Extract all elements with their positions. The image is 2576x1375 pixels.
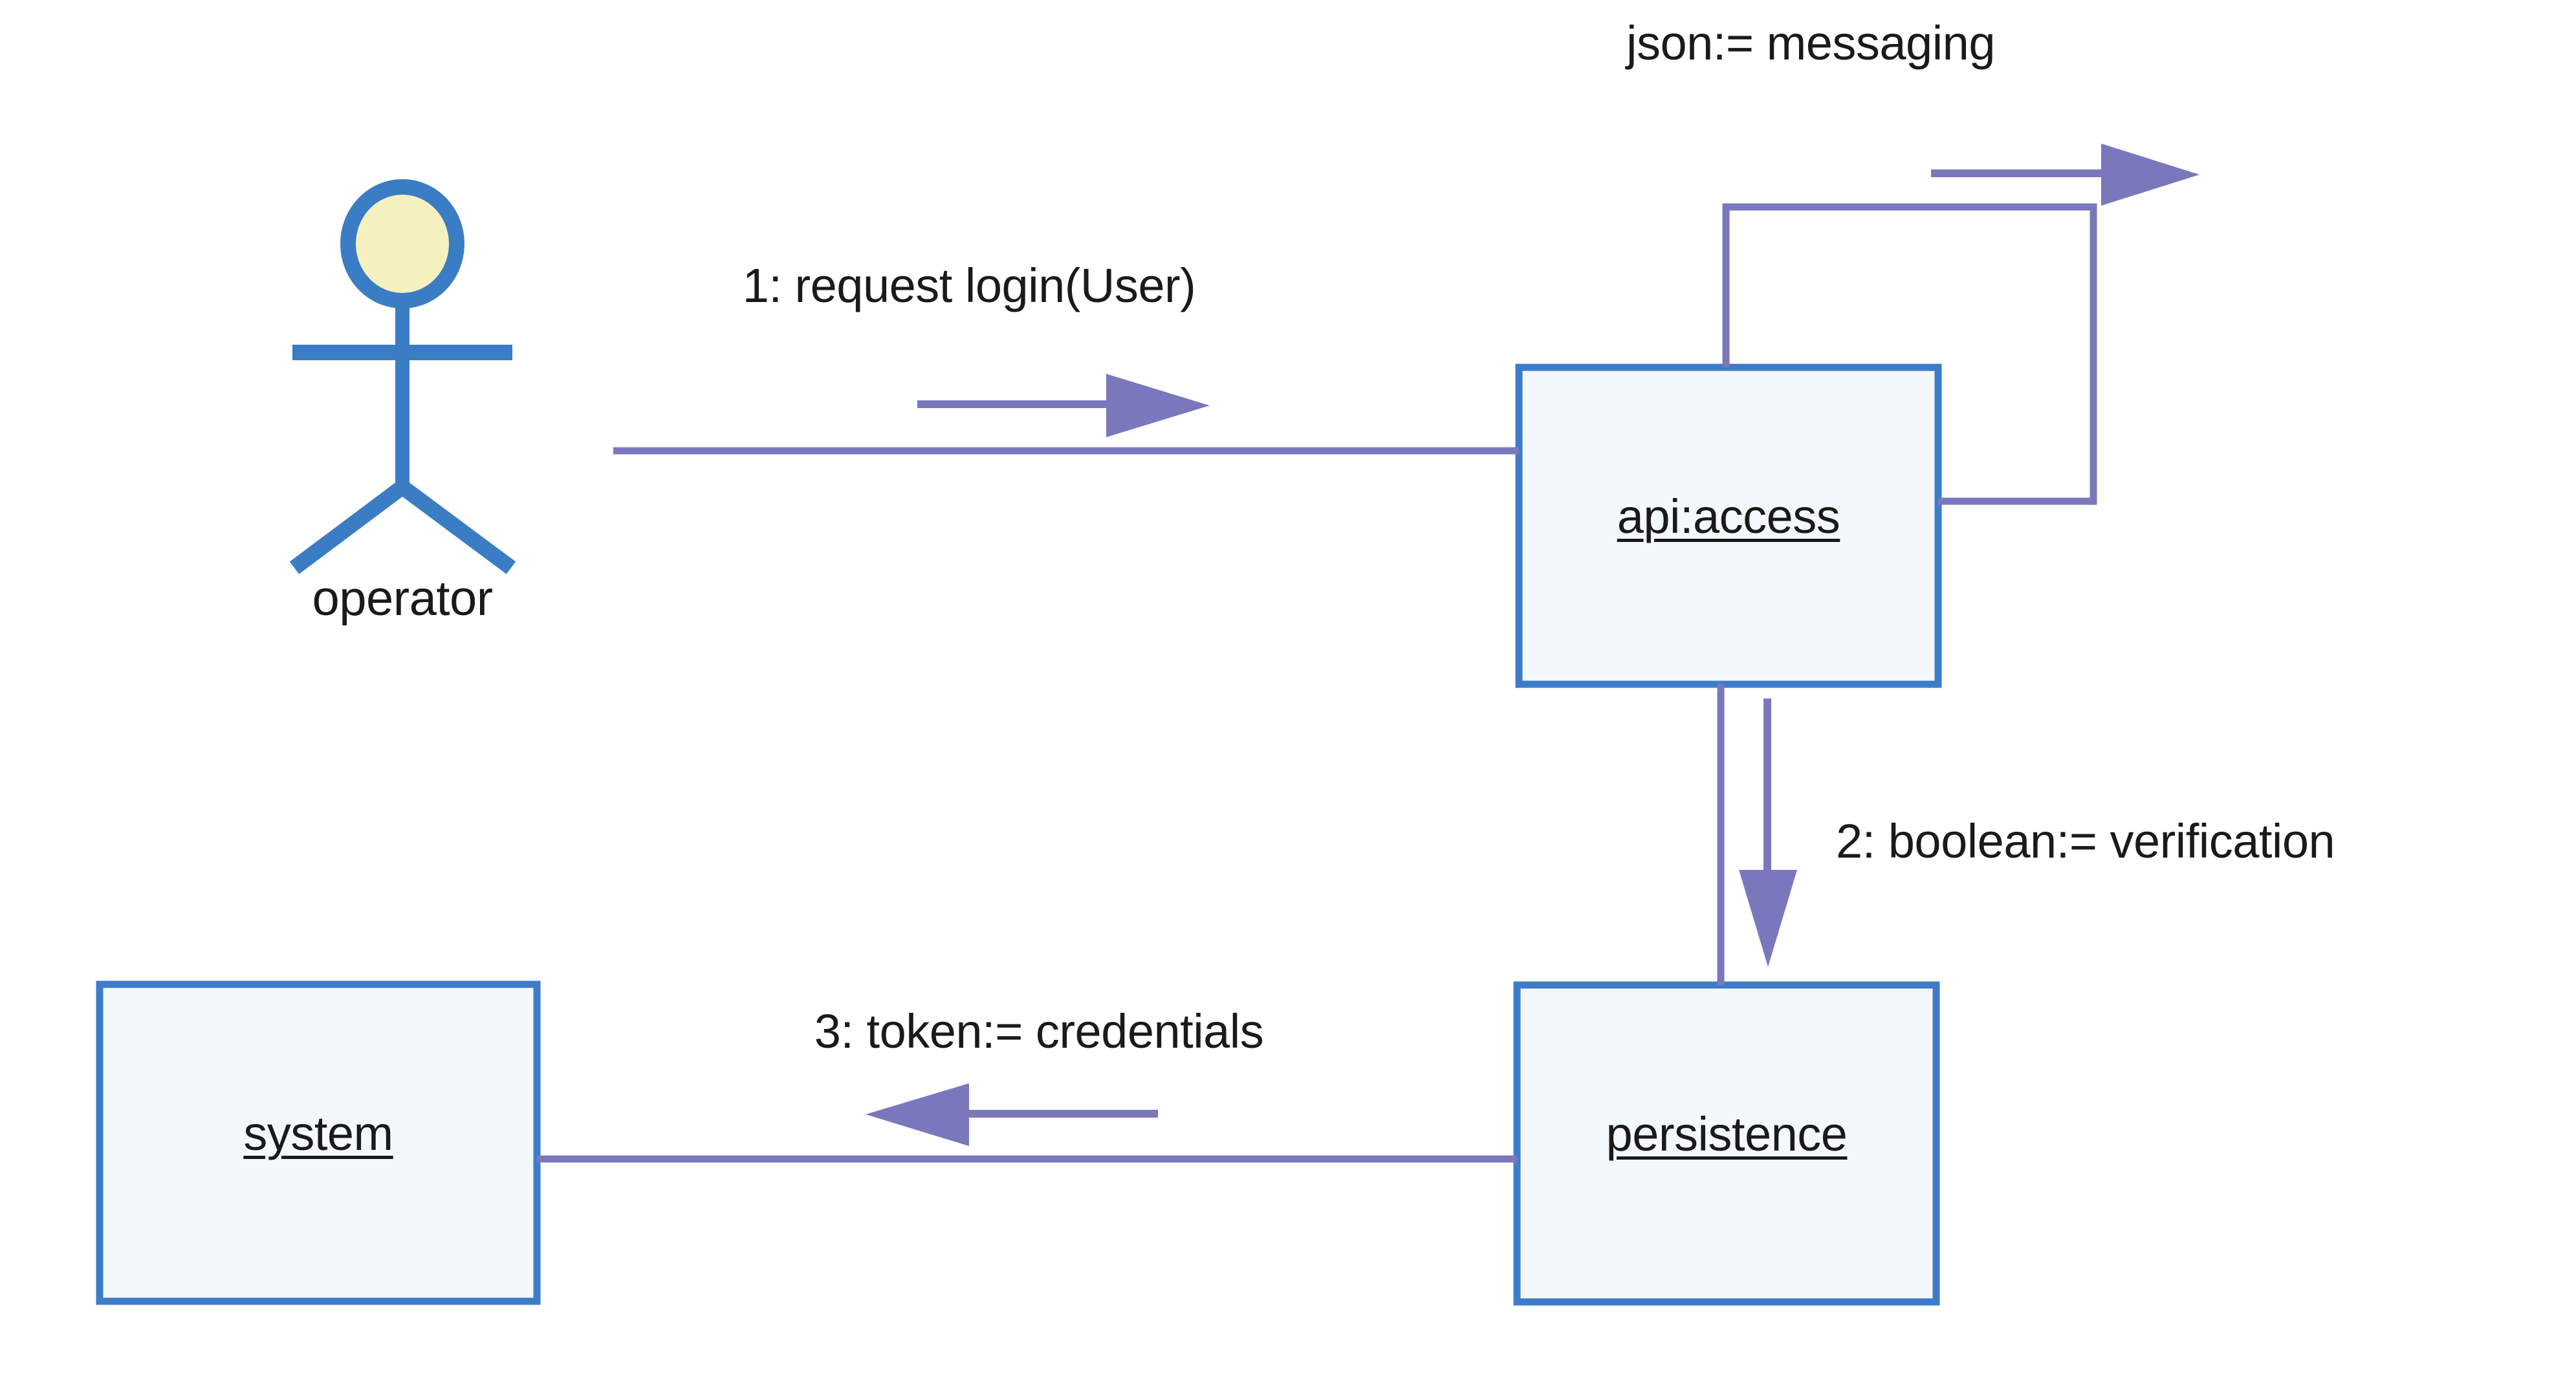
message-arrow-self-right bbox=[1931, 144, 2199, 206]
actor-left-leg-line bbox=[289, 481, 408, 574]
node-label-system: system bbox=[243, 1107, 393, 1160]
message-label-2: 2: boolean:= verification bbox=[1836, 814, 2335, 868]
message-arrow-3-left bbox=[866, 1083, 1158, 1146]
actor-head-icon bbox=[340, 179, 464, 309]
message-label-1: 1: request login(User) bbox=[742, 259, 1196, 312]
actor-right-leg-line bbox=[397, 481, 516, 574]
node-label-api-access: api:access bbox=[1617, 490, 1840, 543]
message-arrow-1-right bbox=[917, 374, 1210, 437]
self-link-path-api-access[interactable] bbox=[1722, 203, 2097, 505]
node-label-persistence: persistence bbox=[1606, 1107, 1848, 1161]
message-label-3: 3: token:= credentials bbox=[814, 1004, 1264, 1058]
node-box-system[interactable] bbox=[96, 980, 541, 1305]
message-arrow-2-down bbox=[1739, 698, 1797, 967]
actor-operator[interactable] bbox=[289, 179, 516, 574]
node-box-persistence[interactable] bbox=[1513, 981, 1940, 1306]
actor-label-operator: operator bbox=[312, 571, 493, 626]
message-label-self-loop: json:= messaging bbox=[1626, 16, 1995, 70]
node-box-api-access[interactable] bbox=[1515, 363, 1942, 688]
